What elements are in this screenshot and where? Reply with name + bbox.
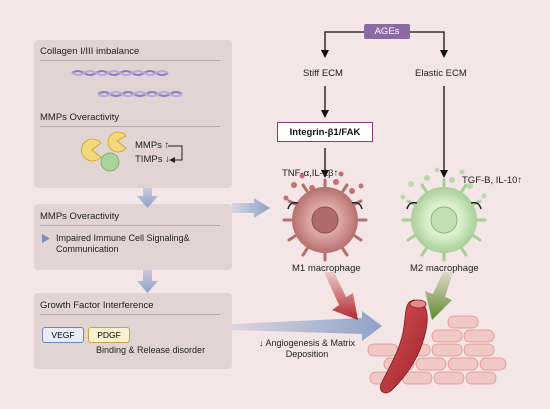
panel2-item: Impaired Immune Cell Signaling& Communic… <box>56 233 190 254</box>
collagen-fibers <box>71 70 183 97</box>
m2-macrophage-label: M2 macrophage <box>410 263 479 274</box>
m1-cytokines-label: TNF-α,IL-1β↑ <box>282 168 339 179</box>
panel3-divider <box>40 314 220 315</box>
mmps-up-label: MMPs ↑ <box>135 140 170 151</box>
binding-release-label: Binding & Release disorder <box>96 345 206 355</box>
panel3-title: Growth Factor Interference <box>40 300 154 311</box>
m1-outcome-arrow <box>324 272 358 320</box>
bullet-triangle-icon <box>42 234 50 243</box>
integrin-box: Integrin-β1/FAK <box>277 122 373 142</box>
left-flow-arrows <box>137 188 382 341</box>
outcome-label: ↓ Angiogenesis & Matrix Deposition <box>258 338 356 359</box>
tissue-vessel-illustration <box>367 299 507 394</box>
panel1-title: Collagen I/III imbalance <box>40 46 140 57</box>
panel-mmps <box>34 204 232 270</box>
pdgf-tag: PDGF <box>88 327 130 343</box>
panel2-divider <box>40 225 220 226</box>
elastic-ecm-label: Elastic ECM <box>415 68 467 79</box>
mmp-timp-bracket <box>168 145 183 163</box>
m1-macrophage-label: M1 macrophage <box>292 263 361 274</box>
vegf-tag: VEGF <box>42 327 84 343</box>
m2-macrophage-cell <box>400 167 487 262</box>
m1-macrophage-cell <box>282 171 368 262</box>
panel2-title: MMPs Overactivity <box>40 211 120 222</box>
ages-box: AGEs <box>364 24 410 39</box>
panel1-subtitle: MMPs Overactivity <box>40 112 120 123</box>
panel-collagen <box>34 40 232 188</box>
m2-cytokines-label: TGF-B, IL-10↑ <box>462 175 523 186</box>
panel1-divider <box>40 60 220 61</box>
timps-down-label: TIMPs ↓ <box>135 154 170 165</box>
panel1-subdivider <box>40 126 220 127</box>
stiff-ecm-label: Stiff ECM <box>303 68 343 79</box>
mmp-enzymes <box>81 131 127 172</box>
ages-branch-lines <box>321 31 448 178</box>
m2-outcome-arrow <box>425 272 453 320</box>
